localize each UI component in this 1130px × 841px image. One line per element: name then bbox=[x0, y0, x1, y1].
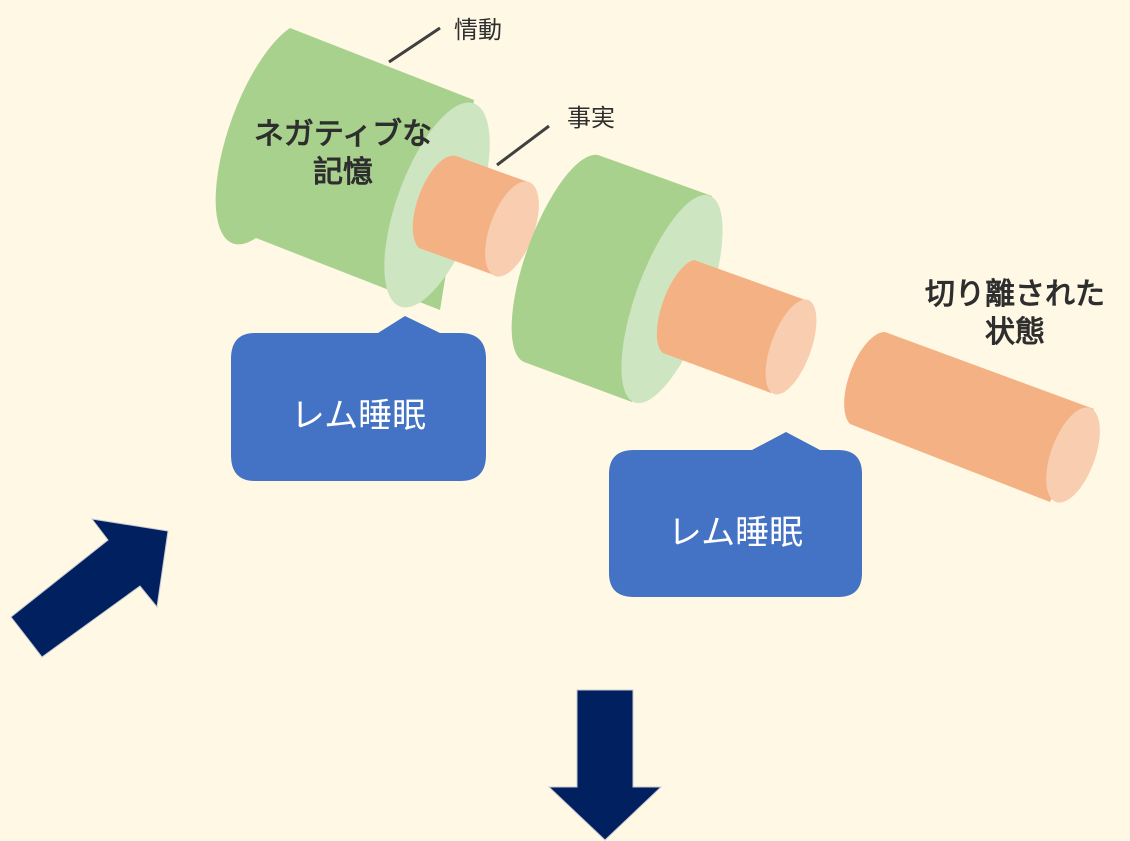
separated-state-label: 切り離された 状態 bbox=[900, 276, 1130, 352]
emotion-leader-line bbox=[388, 26, 441, 64]
separated-state-line-2: 状態 bbox=[985, 315, 1045, 350]
fact-label: 事実 bbox=[567, 104, 615, 132]
memory-cylinder-fact-1 bbox=[412, 155, 539, 277]
negative-memory-label: ネガティブな 記憶 bbox=[230, 116, 456, 192]
rem-sleep-label-2: レム睡眠 bbox=[667, 513, 804, 553]
arrow-up-right-icon bbox=[10, 518, 169, 658]
negative-memory-line-1: ネガティブな bbox=[253, 117, 433, 152]
memory-cylinder-fact-separated bbox=[844, 331, 1100, 503]
rem-sleep-bubble-1 bbox=[231, 316, 486, 481]
fact-leader-line bbox=[496, 124, 550, 167]
rem-sleep-label-1: レム睡眠 bbox=[290, 396, 427, 436]
emotion-label: 情動 bbox=[454, 16, 502, 44]
memory-cylinder-fact-2 bbox=[656, 260, 817, 395]
negative-memory-line-2: 記憶 bbox=[313, 155, 373, 190]
separated-state-line-1: 切り離された bbox=[925, 277, 1105, 312]
rem-sleep-bubble-2 bbox=[609, 432, 862, 597]
arrow-down-icon bbox=[547, 689, 663, 841]
